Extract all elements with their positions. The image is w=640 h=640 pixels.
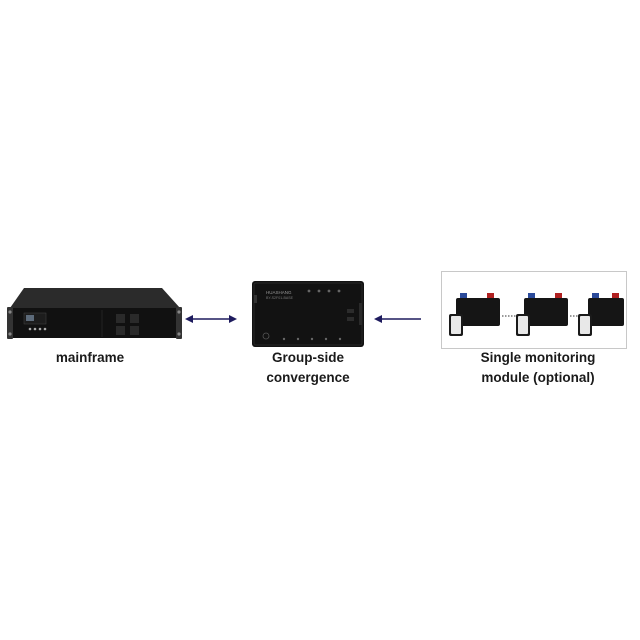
bidirectional-arrow — [185, 315, 237, 323]
convergence-model-text: BY-S2F01-BASE — [266, 296, 294, 300]
convergence-node: HUASHANG BY-S2F01-BASE — [252, 281, 364, 347]
convergence-brand-text: HUASHANG — [266, 290, 292, 295]
mainframe-device-image — [7, 288, 182, 339]
convergence-label-line2: convergence — [266, 370, 350, 385]
battery-modules-image — [449, 293, 624, 336]
battery-group-1 — [449, 293, 500, 336]
convergence-device-image — [252, 281, 364, 347]
mainframe-label: mainframe — [55, 350, 125, 365]
convergence-label-line1: Group-side — [271, 350, 344, 365]
monitoring-label: Single monitoring module (optional) — [458, 348, 618, 388]
monitoring-frame — [441, 271, 627, 349]
monitoring-label-line2: module (optional) — [481, 370, 595, 385]
mainframe-node — [6, 286, 182, 342]
left-arrow — [374, 315, 421, 323]
convergence-label: Group-side convergence — [238, 348, 378, 388]
battery-group-3 — [578, 293, 624, 336]
battery-group-2 — [516, 293, 568, 336]
monitoring-label-line1: Single monitoring — [480, 350, 596, 365]
